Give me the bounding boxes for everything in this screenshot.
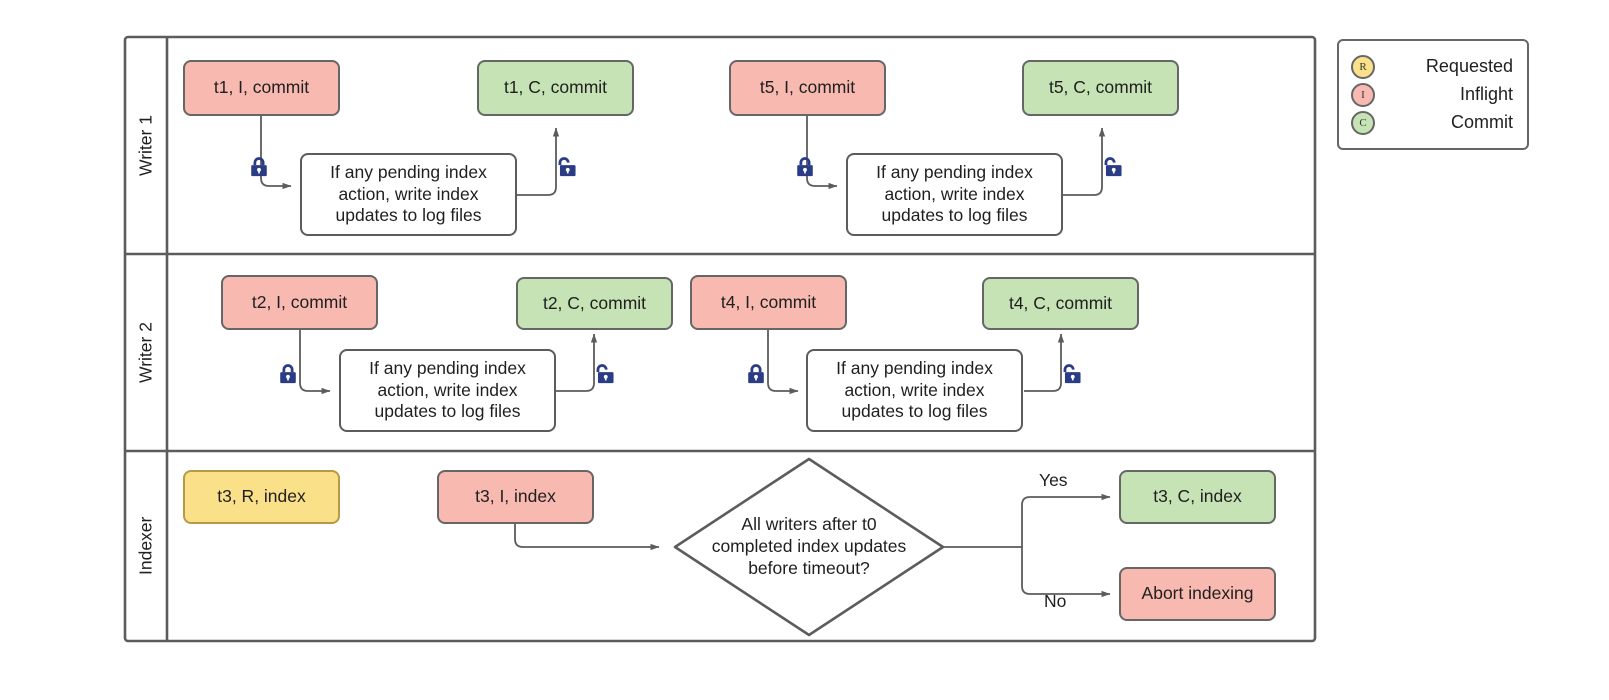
node-label: t1, C, commit — [503, 77, 608, 98]
lock-closed-icon — [797, 157, 813, 177]
legend-item-commit: C Commit — [1351, 110, 1513, 136]
node-t2-inflight-commit[interactable]: t2, I, commit — [221, 275, 378, 330]
node-t3-commit-index[interactable]: t3, C, index — [1119, 470, 1276, 524]
legend-item-inflight: I Inflight — [1351, 82, 1513, 108]
lock-open-icon — [596, 364, 614, 384]
edge-label-yes: Yes — [1039, 470, 1068, 490]
requested-badge-icon: R — [1351, 54, 1375, 79]
node-t4-commit-commit[interactable]: t4, C, commit — [982, 277, 1139, 330]
node-label: t4, C, commit — [1008, 292, 1113, 313]
decision-line-3: before timeout? — [748, 557, 870, 578]
node-label: t2, I, commit — [251, 291, 348, 312]
lane-label-writer-2: Writer 2 — [125, 254, 167, 451]
legend-badge-letter: I — [1361, 88, 1365, 101]
node-writer1-index-write-1[interactable]: If any pending index action, write index… — [300, 153, 517, 236]
node-label: t3, C, index — [1153, 486, 1242, 507]
node-label: If any pending index action, write index… — [330, 161, 487, 226]
legend-label: Requested — [1425, 56, 1513, 76]
lane-label-indexer: Indexer — [125, 451, 167, 641]
node-label: If any pending index action, write index… — [876, 161, 1033, 226]
lane-label-writer-1: Writer 1 — [125, 37, 167, 254]
legend-badge-letter: R — [1359, 60, 1367, 73]
node-t4-inflight-commit[interactable]: t4, I, commit — [690, 275, 847, 330]
node-abort-indexing[interactable]: Abort indexing — [1119, 567, 1276, 621]
lane-label-text: Writer 1 — [135, 115, 156, 176]
node-label: t3, I, index — [475, 486, 556, 507]
legend-label: Inflight — [1459, 84, 1513, 104]
lock-closed-icon — [251, 157, 267, 177]
node-label: t4, I, commit — [720, 291, 817, 312]
lane-label-text: Indexer — [135, 516, 156, 576]
node-label: t5, I, commit — [759, 77, 856, 98]
node-writer2-index-write-1[interactable]: If any pending index action, write index… — [339, 349, 556, 432]
lane-label-text: Writer 2 — [135, 322, 156, 383]
node-t2-commit-commit[interactable]: t2, C, commit — [516, 277, 673, 330]
node-t5-commit-commit[interactable]: t5, C, commit — [1022, 60, 1179, 116]
legend-item-requested: R Requested — [1351, 54, 1513, 80]
node-label: t5, C, commit — [1048, 77, 1153, 98]
lock-open-icon — [558, 157, 576, 177]
node-t3-inflight-index[interactable]: t3, I, index — [437, 470, 594, 524]
node-label: t3, R, index — [217, 486, 306, 507]
node-t3-requested-index[interactable]: t3, R, index — [183, 470, 340, 524]
inflight-badge-icon: I — [1351, 82, 1375, 107]
node-label: t2, C, commit — [542, 292, 647, 313]
node-label: t1, I, commit — [213, 77, 310, 98]
lock-closed-icon — [280, 364, 296, 384]
decision-line-1: All writers after t0 — [741, 514, 877, 535]
decision-line-2: completed index updates — [711, 536, 907, 557]
node-t5-inflight-commit[interactable]: t5, I, commit — [729, 60, 886, 116]
node-writer2-index-write-2[interactable]: If any pending index action, write index… — [806, 349, 1023, 432]
lock-open-icon — [1063, 364, 1081, 384]
legend-badge-letter: C — [1359, 116, 1367, 129]
edge-label-no: No — [1044, 591, 1067, 611]
node-label: Abort indexing — [1141, 583, 1254, 604]
node-label: If any pending index action, write index… — [836, 357, 993, 422]
legend: R Requested I Inflight C Commit — [1337, 39, 1529, 150]
lock-open-icon — [1104, 157, 1122, 177]
node-t1-commit-commit[interactable]: t1, C, commit — [477, 60, 634, 116]
node-t1-inflight-commit[interactable]: t1, I, commit — [183, 60, 340, 116]
lock-closed-icon — [748, 364, 764, 384]
commit-badge-icon: C — [1351, 110, 1375, 135]
decision-timeout-check[interactable]: All writers after t0 completed index upd… — [689, 500, 929, 594]
node-writer1-index-write-2[interactable]: If any pending index action, write index… — [846, 153, 1063, 236]
legend-label: Commit — [1451, 112, 1513, 132]
node-label: If any pending index action, write index… — [369, 357, 526, 422]
